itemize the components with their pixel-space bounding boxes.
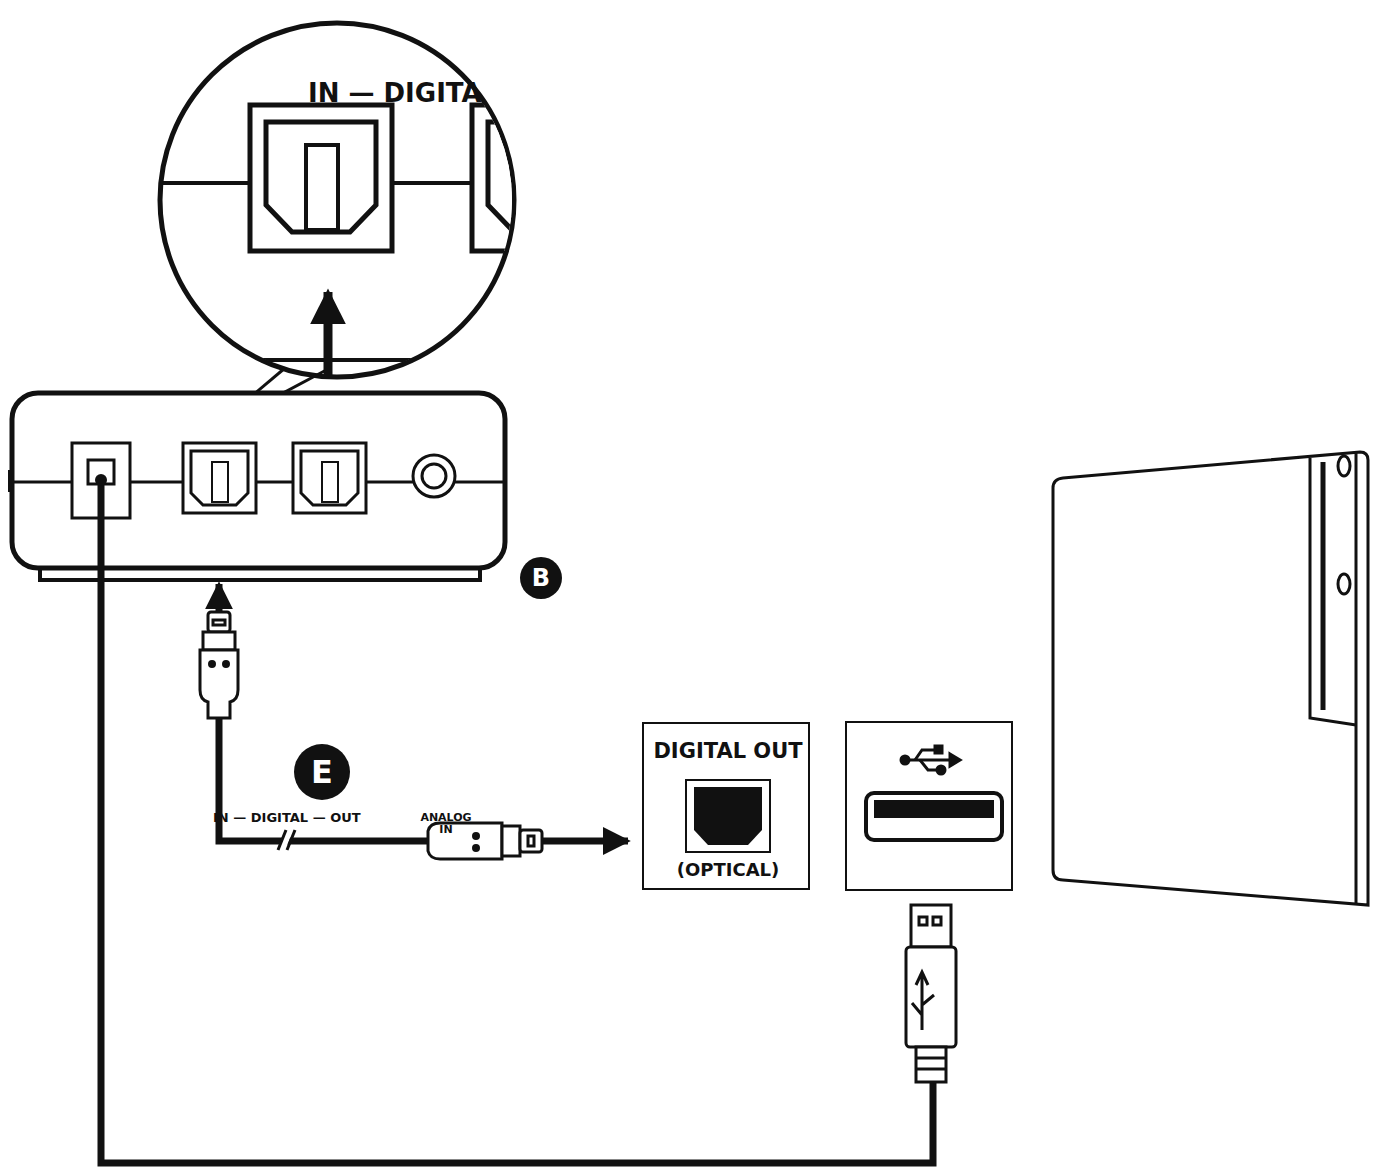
magnified-ports (150, 105, 614, 360)
optical-port (686, 780, 770, 852)
usb-plug (906, 905, 956, 1082)
usb-panel (846, 722, 1012, 890)
magnifier: IN — DIGITA (160, 23, 514, 377)
callout-disc (294, 744, 350, 800)
usb-cable (101, 480, 933, 1163)
cable-connector (219, 584, 628, 841)
callout-disc (520, 557, 562, 599)
optical-port (293, 443, 366, 513)
port-label: (OPTICAL) (677, 860, 780, 880)
port-panel: DIGITAL OUT (OPTICAL) (642, 722, 810, 890)
analog-jack (413, 455, 455, 497)
device-housing (12, 393, 505, 568)
callout-number: E (311, 756, 333, 788)
port-label: IN — DIGITA (308, 79, 482, 108)
optical-plug (200, 612, 238, 718)
converter-box: IN — DIGITAL — OUTANALOG IN (12, 393, 505, 580)
callout-number: B (532, 566, 550, 590)
port-label: ANALOG IN (416, 812, 476, 836)
port-label: IN — DIGITAL — OUT (213, 811, 361, 825)
optical-port (183, 443, 256, 513)
usb-a-port (866, 793, 1002, 840)
cable-connector (324, 292, 333, 375)
cable-break (278, 830, 295, 850)
magnifier-circle (160, 23, 514, 377)
port-label: DIGITAL OUT (653, 740, 802, 763)
usb-symbol (901, 746, 960, 774)
game-console (1053, 452, 1368, 905)
